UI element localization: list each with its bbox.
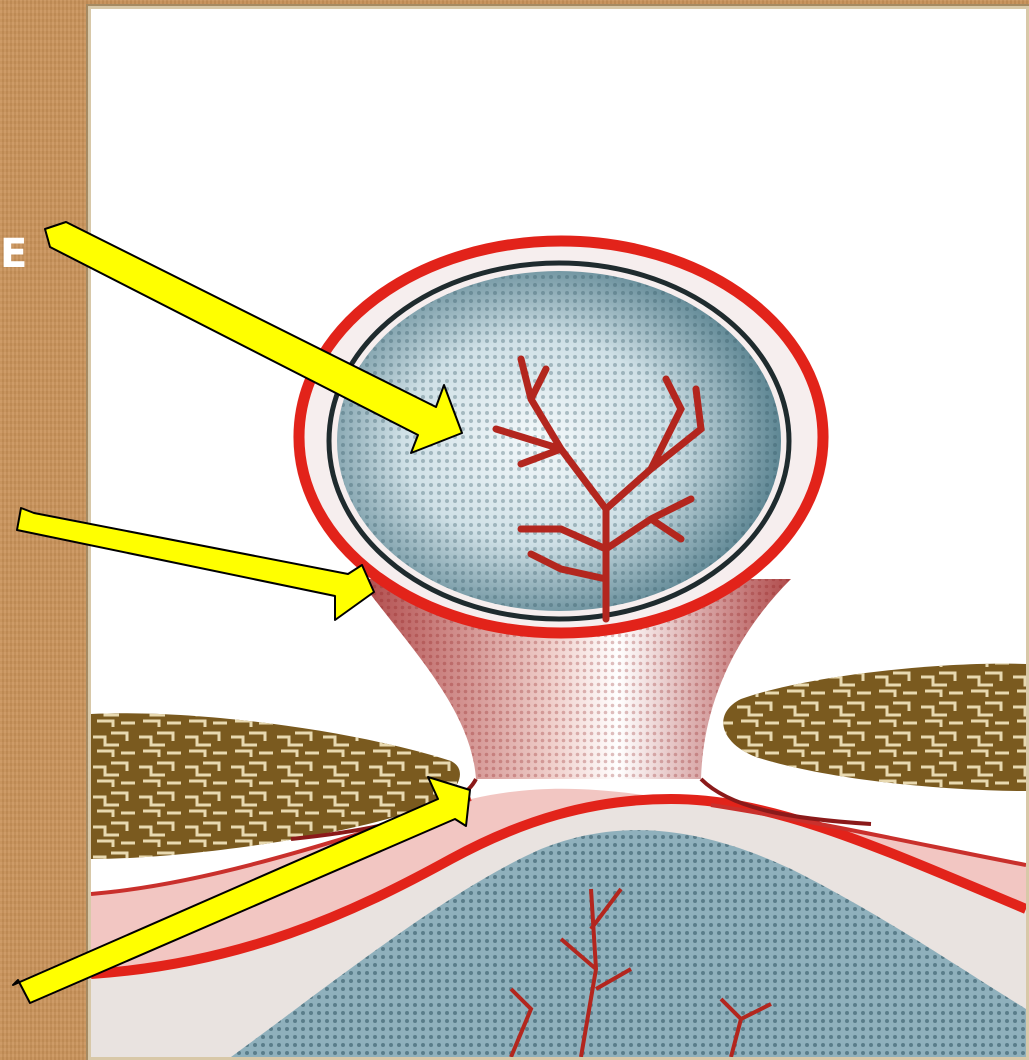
arrow-icon <box>13 777 470 1003</box>
arrow-icon <box>17 508 374 620</box>
arrow-icon <box>45 222 462 453</box>
